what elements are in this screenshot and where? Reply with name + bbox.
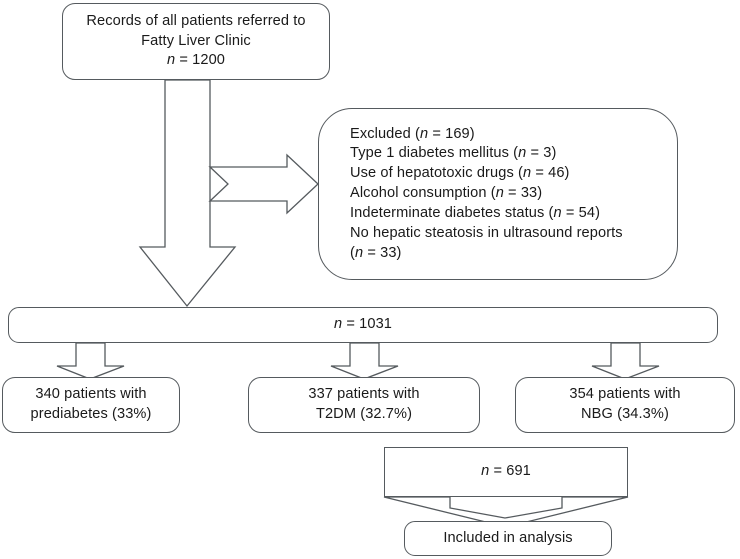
excluded-item-label: Alcohol consumption (	[350, 185, 496, 202]
source-n-symbol: n	[166, 52, 176, 69]
excluded-item-n-value: = 3)	[526, 145, 557, 162]
excluded-item-label: Indeterminate diabetes status (	[350, 204, 554, 221]
eligible-cohort-bar: n = 1031	[8, 307, 718, 343]
excluded-item-n-symbol: n	[522, 165, 532, 182]
excluded-total: Excluded (n = 169)	[350, 125, 475, 145]
excluded-total-label: Excluded (	[350, 125, 420, 142]
nbg-line-2: NBG (34.3%)	[581, 406, 669, 422]
subset-n-symbol: n	[481, 463, 490, 480]
excluded-item: Use of hepatotoxic drugs (n = 46)	[350, 164, 570, 184]
group-nbg-box: 354 patients with NBG (34.3%)	[515, 377, 735, 433]
excluded-item-last-text: No hepatic steatosis in ultrasound repor…	[350, 224, 623, 241]
excluded-item-label: Use of hepatotoxic drugs (	[350, 165, 523, 182]
excluded-item-last-count: (n = 33)	[350, 244, 402, 264]
t2dm-line-1: 337 patients with	[308, 386, 420, 403]
source-n-value: = 1200	[175, 52, 226, 69]
nbg-line-1: 354 patients with	[569, 386, 681, 403]
excluded-item-n-symbol: n	[518, 145, 527, 162]
excluded-item: Indeterminate diabetes status (n = 54)	[350, 204, 600, 224]
excluded-item-label: Type 1 diabetes mellitus (	[350, 145, 519, 162]
included-in-analysis-box: Included in analysis	[404, 521, 612, 556]
arrow-subset-to-included	[383, 496, 629, 528]
arrow-source-to-eligible	[138, 79, 237, 308]
excluded-last-paren: (	[350, 244, 355, 261]
eligible-n-value: = 1031	[342, 316, 393, 333]
prediabetes-line-2: prediabetes (33%)	[30, 406, 152, 422]
excluded-item-n-symbol: n	[553, 204, 562, 221]
excluded-item: Alcohol consumption (n = 33)	[350, 184, 542, 204]
eligible-n-symbol: n	[333, 316, 343, 333]
excluded-item-n-value: = 54)	[561, 204, 601, 221]
included-label: Included in analysis	[443, 529, 573, 546]
source-line-1: Records of all patients referred to	[86, 12, 306, 29]
subset-n-value: = 691	[489, 463, 531, 480]
group-prediabetes-box: 340 patients with prediabetes (33%)	[2, 377, 180, 433]
excluded-item-n-value: = 33)	[503, 185, 543, 202]
excluded-last-n-value: = 33)	[363, 244, 402, 261]
excluded-total-n-symbol: n	[419, 125, 429, 142]
excluded-item: Type 1 diabetes mellitus (n = 3)	[350, 144, 556, 164]
t2dm-line-2: T2DM (32.7%)	[315, 406, 413, 422]
excluded-item-n-value: = 46)	[531, 165, 570, 182]
excluded-box: Excluded (n = 169) Type 1 diabetes melli…	[318, 108, 678, 280]
excluded-total-n-value: = 169)	[428, 125, 475, 142]
arrow-source-to-excluded	[208, 153, 319, 215]
analysis-subset-box: n = 691	[384, 447, 628, 497]
arrow-eligible-to-prediabetes	[56, 342, 125, 380]
source-count: n = 1200	[167, 51, 225, 71]
arrow-eligible-to-t2dm	[330, 342, 399, 380]
source-line-2: Fatty Liver Clinic	[141, 32, 251, 49]
source-records-box: Records of all patients referred to Fatt…	[62, 3, 330, 80]
excluded-last-n-symbol: n	[354, 244, 364, 261]
group-t2dm-box: 337 patients with T2DM (32.7%)	[248, 377, 480, 433]
excluded-item-n-symbol: n	[495, 185, 504, 202]
eligible-count: n = 1031	[334, 315, 392, 335]
prediabetes-line-1: 340 patients with	[35, 386, 147, 403]
arrow-eligible-to-nbg	[591, 342, 660, 380]
subset-count: n = 691	[481, 462, 531, 482]
